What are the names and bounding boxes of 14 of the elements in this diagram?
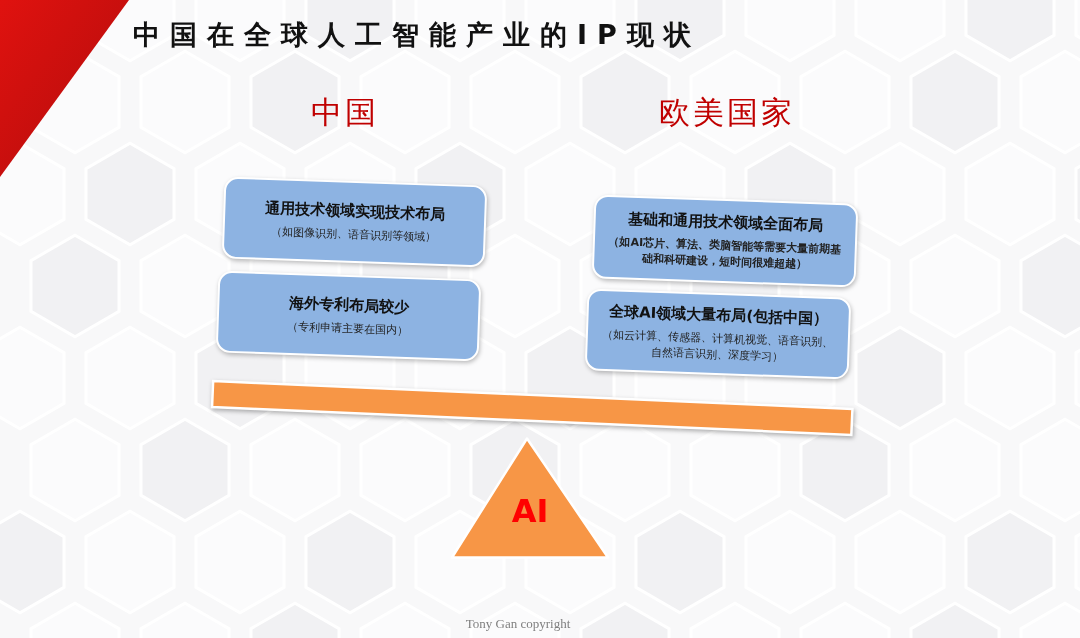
- column-heading: 欧美国家: [659, 95, 795, 131]
- card-note: （如图像识别、语音识别等领域）: [270, 223, 437, 246]
- card-note: （如云计算、传感器、计算机视觉、语音识别、自然语言识别、深度学习）: [601, 327, 835, 365]
- copyright-note: Tony Gan copyright: [465, 617, 571, 632]
- card-title: 通用技术领域实现技术布局: [264, 198, 445, 223]
- column-heading: 中国: [311, 95, 379, 131]
- card-note: （专利申请主要在国内）: [286, 318, 409, 339]
- slide-title: 中国在全球人工智能产业的IP现状: [133, 19, 701, 52]
- card-title: 基础和通用技术领域全面布局: [627, 209, 824, 235]
- card-note: （如AI芯片、算法、类脑智能等需要大量前期基础和科研建设，短时间很难超越）: [607, 234, 843, 273]
- scale-beam: [209, 379, 855, 437]
- card-title: 全球AI领域大量布局(包括中国）: [608, 302, 829, 328]
- card-title: 海外专利布局较少: [288, 293, 409, 316]
- fulcrum-label: AI: [511, 495, 549, 527]
